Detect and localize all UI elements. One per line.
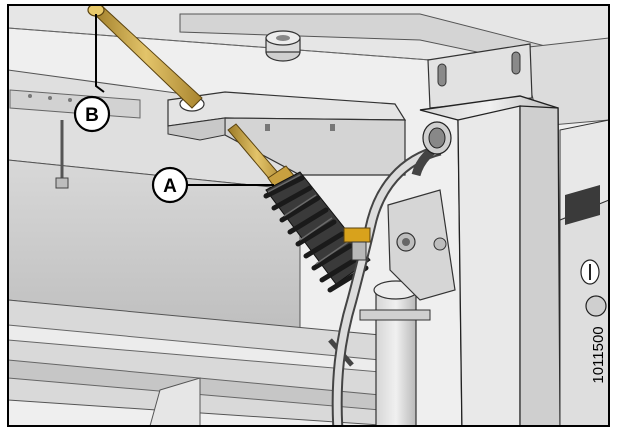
callout-b-circle	[73, 95, 111, 133]
upper-bracket	[427, 43, 533, 109]
vertical-cylinder	[359, 280, 431, 426]
hose-fitting	[343, 227, 371, 261]
right-side-mechanism	[559, 119, 609, 426]
top-cap	[265, 30, 301, 62]
callout-b-label: B	[85, 105, 99, 126]
callout-b: B	[73, 14, 111, 133]
machine-assembly	[8, 5, 609, 426]
main-vertical-post	[419, 95, 561, 426]
figure-number: 1011500	[590, 326, 607, 383]
callout-a-circle	[151, 166, 189, 204]
clevis-bracket	[387, 189, 456, 301]
callout-a: A	[151, 166, 274, 204]
compression-spring	[263, 171, 371, 293]
callout-b-leader	[95, 14, 105, 93]
callout-a-label: A	[163, 176, 177, 197]
frame-border	[7, 4, 610, 427]
